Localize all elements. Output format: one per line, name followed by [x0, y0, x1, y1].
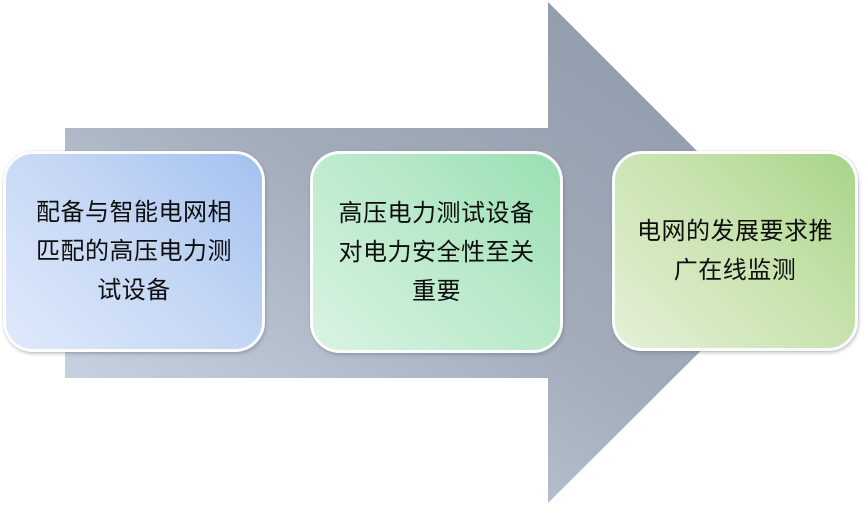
step-box-3-line-1: 电网的发展要求推 — [637, 218, 833, 245]
step-box-2-line-1: 高压电力测试设备 — [338, 199, 535, 227]
step-box-1-line-2: 匹配的高压电力测 — [36, 238, 232, 265]
step-box-2-line-2: 对电力安全性至关 — [338, 238, 535, 266]
step-box-2-line-3: 重要 — [412, 277, 461, 305]
step-box-2-text: 高压电力测试设备 对电力安全性至关 重要 — [339, 194, 535, 311]
step-box-3-text: 电网的发展要求推 广在线监测 — [637, 212, 833, 290]
step-box-1-line-3: 试设备 — [97, 277, 171, 304]
step-box-3: 电网的发展要求推 广在线监测 — [612, 151, 858, 351]
step-box-2: 高压电力测试设备 对电力安全性至关 重要 — [310, 151, 563, 353]
step-box-1-text: 配备与智能电网相 匹配的高压电力测 试设备 — [36, 193, 232, 310]
step-box-1: 配备与智能电网相 匹配的高压电力测 试设备 — [3, 151, 265, 352]
step-box-1-line-1: 配备与智能电网相 — [36, 199, 232, 226]
step-box-3-line-2: 广在线监测 — [673, 257, 797, 284]
